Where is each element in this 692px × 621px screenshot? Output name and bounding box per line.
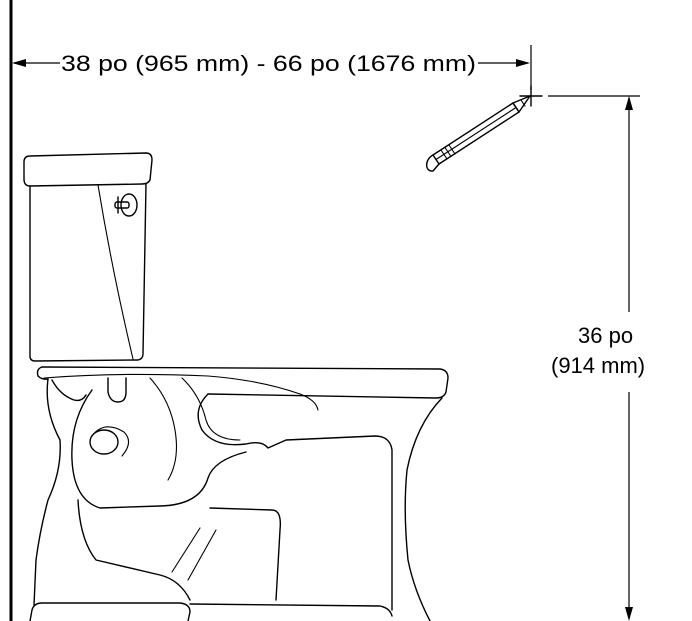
horizontal-arrow-right [516, 59, 530, 67]
toilet-illustration [23, 152, 449, 621]
tank-body [29, 183, 147, 362]
crosshair-mark-icon [519, 85, 543, 107]
trapway [71, 389, 247, 509]
pencil-icon [425, 95, 531, 172]
toilet-seat [41, 366, 449, 399]
horizontal-dimension: 38 po (965 mm) - 66 po (1676 mm) [12, 45, 532, 90]
bowl-base-left [33, 378, 61, 606]
vertical-dimension-label-line1: 36 po [578, 323, 633, 348]
vertical-arrow-top [625, 96, 633, 110]
horizontal-arrow-left [12, 59, 26, 67]
horizontal-dimension-label: 38 po (965 mm) - 66 po (1676 mm) [61, 51, 476, 76]
tank-lid [23, 152, 153, 187]
vertical-dimension: 36 po (914 mm) [548, 95, 645, 621]
trapway-opening [89, 429, 119, 455]
flush-handle-icon [114, 193, 138, 217]
vertical-arrow-bottom [625, 607, 633, 621]
toilet-base [29, 602, 191, 621]
vertical-dimension-label-line2: (914 mm) [551, 353, 645, 378]
bowl-front [404, 397, 443, 621]
